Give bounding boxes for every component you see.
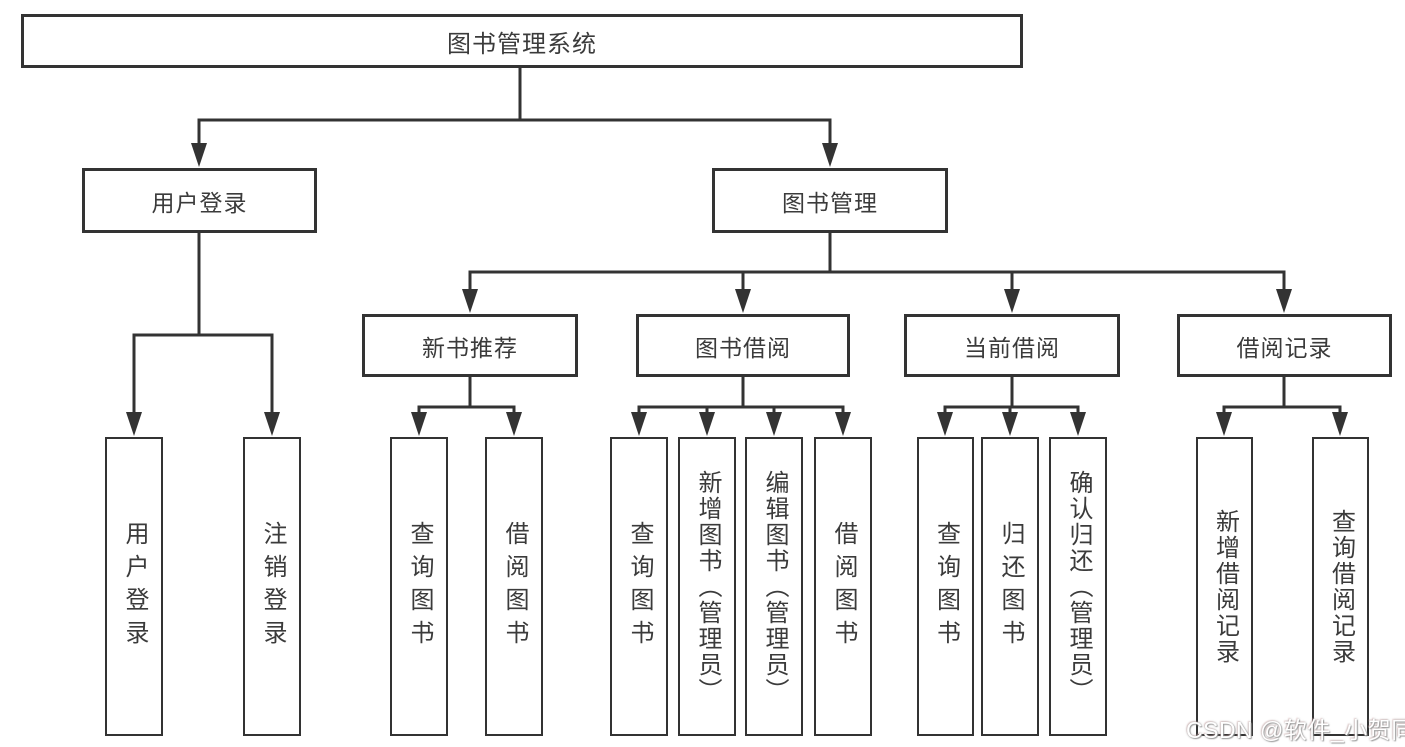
node-current-borrowing: 当前借阅: [904, 314, 1120, 377]
leaf-logout-login: 注销登录: [243, 437, 301, 736]
node-borrowing-records: 借阅记录: [1177, 314, 1392, 377]
node-book-borrowing: 图书借阅: [636, 314, 850, 377]
leaf-borrow-books-recommend: 借阅图书: [485, 437, 543, 736]
leaf-query-borrow-record: 查询借阅记录: [1312, 437, 1369, 736]
leaf-query-books-borrowing: 查询图书: [610, 437, 668, 736]
leaf-add-borrow-record: 新增借阅记录: [1196, 437, 1253, 736]
watermark: CSDN @软件_小贺同学: [1186, 717, 1405, 743]
leaf-borrow-books-borrowing: 借阅图书: [814, 437, 872, 736]
leaf-query-books-recommend: 查询图书: [390, 437, 448, 736]
leaf-add-book-admin: 新增图书（管理员）: [678, 437, 736, 736]
leaf-user-login: 用户登录: [105, 437, 163, 736]
node-root: 图书管理系统: [21, 14, 1023, 68]
node-book-management: 图书管理: [712, 168, 948, 233]
node-user-login: 用户登录: [82, 168, 317, 233]
leaf-query-books-current: 查询图书: [917, 437, 974, 736]
leaf-edit-book-admin: 编辑图书（管理员）: [745, 437, 803, 736]
leaf-return-books: 归还图书: [981, 437, 1039, 736]
node-new-book-recommendation: 新书推荐: [362, 314, 578, 377]
leaf-confirm-return-admin: 确认归还（管理员）: [1049, 437, 1107, 736]
